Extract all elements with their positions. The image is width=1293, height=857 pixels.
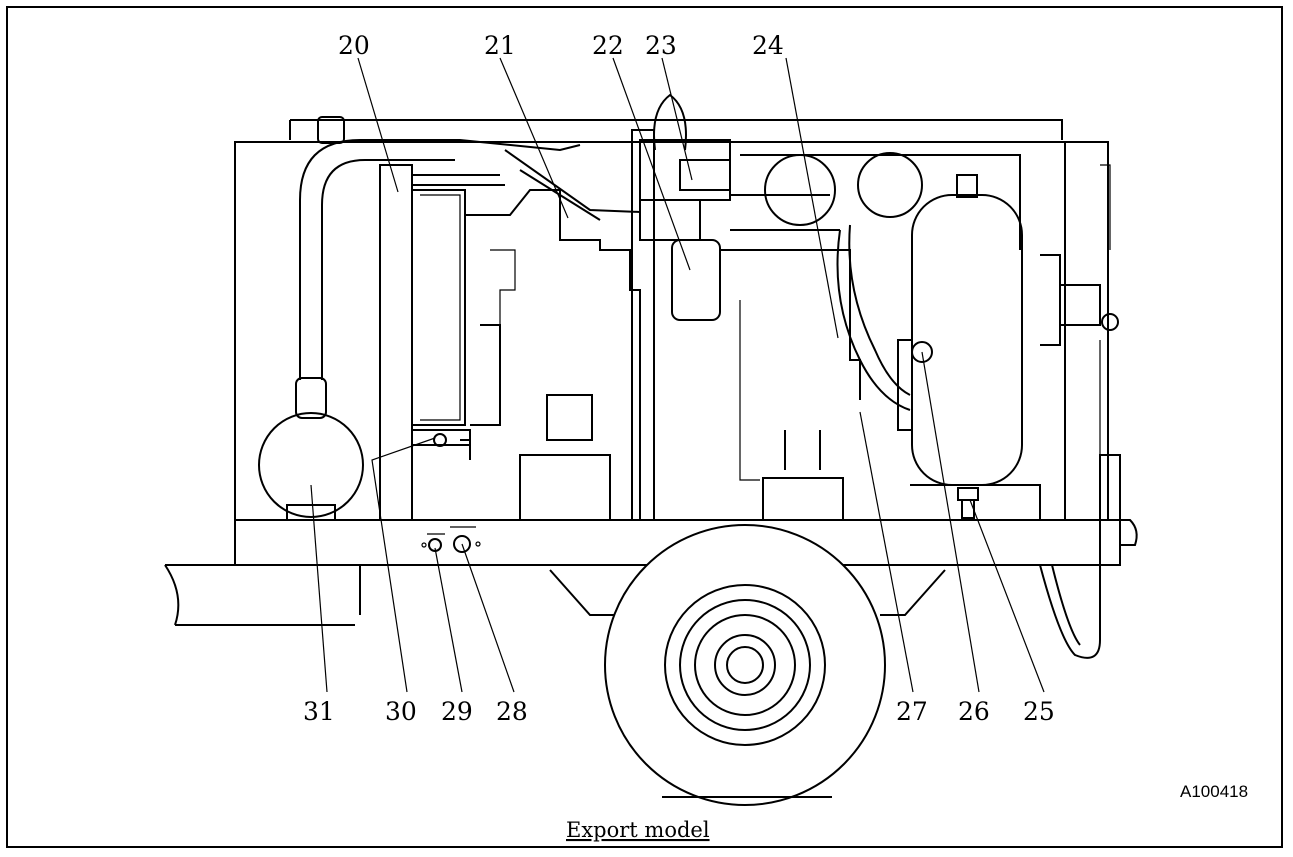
separator-tank: [910, 174, 1041, 520]
callout-27: 27: [896, 697, 928, 726]
oil-hose: [836, 224, 911, 411]
radiator-drain-valve: [412, 429, 471, 460]
tow-bar: [1039, 564, 1101, 659]
drain-ports: [421, 526, 481, 553]
callout-20: 20: [338, 31, 370, 60]
diagram-frame: [6, 6, 1283, 848]
callout-24: 24: [752, 31, 784, 60]
leader-lines: [310, 57, 1045, 693]
figure-caption: Export model: [566, 818, 710, 842]
callout-31: 31: [303, 697, 335, 726]
air-filters: [720, 152, 1021, 481]
service-valve: [1040, 254, 1119, 346]
engine-mounts: [519, 394, 844, 521]
oil-filter: [631, 129, 721, 521]
wheel: [549, 524, 946, 806]
engine-block: [465, 189, 641, 520]
callout-30: 30: [385, 697, 417, 726]
callout-26: 26: [958, 697, 990, 726]
callout-25: 25: [1023, 697, 1055, 726]
callout-23: 23: [645, 31, 677, 60]
callout-28: 28: [496, 697, 528, 726]
fuel-filter-assembly: [639, 93, 840, 241]
enclosure: [234, 119, 1121, 566]
radiator: [379, 149, 641, 521]
callout-21: 21: [484, 31, 516, 60]
reference-code: A100418: [1180, 782, 1248, 801]
callout-22: 22: [592, 31, 624, 60]
intake-pipe: [295, 116, 581, 419]
callout-29: 29: [441, 697, 473, 726]
oil-level-gauge: [897, 339, 933, 431]
fuel-tank-sphere: [258, 412, 364, 521]
